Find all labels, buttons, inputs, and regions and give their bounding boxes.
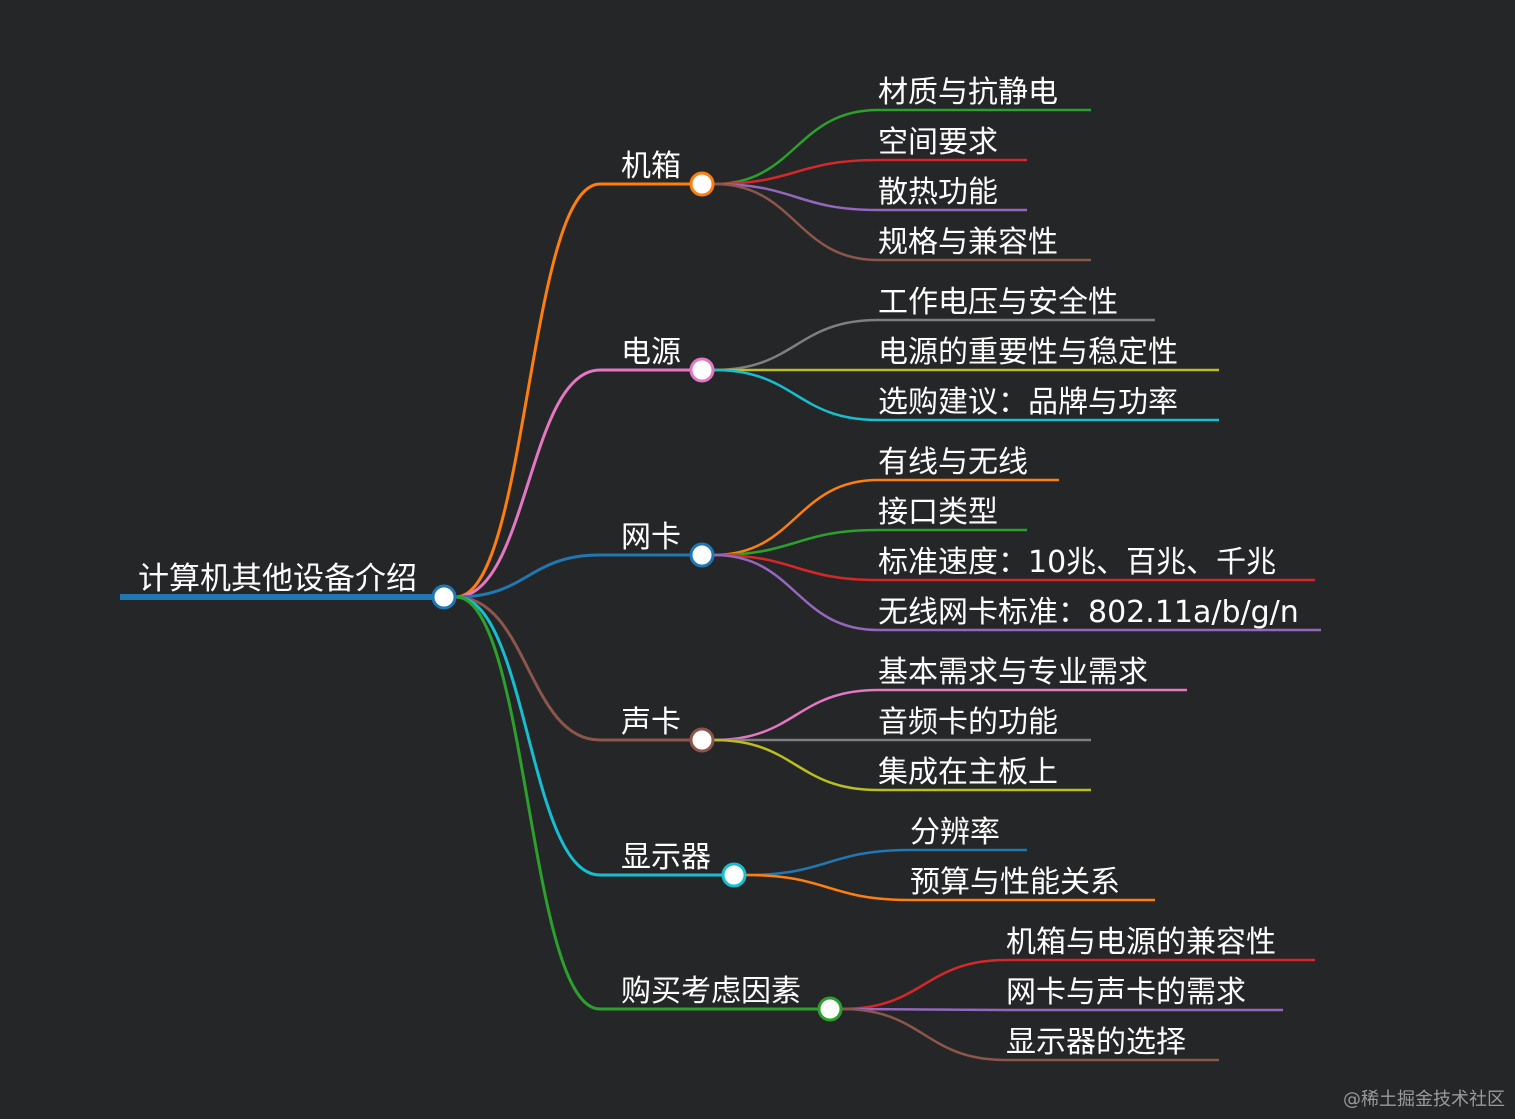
root-collapse-toggle[interactable] (431, 584, 457, 610)
branch-collapse-toggle[interactable] (689, 727, 715, 753)
child-link (713, 553, 1321, 632)
branch-link (455, 595, 830, 1011)
child-link (713, 738, 1091, 792)
branch-node-label[interactable]: 购买考虑因素 (621, 974, 801, 1009)
branch-node-label[interactable]: 网卡 (621, 520, 681, 555)
child-node-label[interactable]: 集成在主板上 (878, 755, 1058, 790)
branch-node-label[interactable]: 电源 (621, 335, 681, 370)
child-link (713, 108, 1091, 186)
child-link (713, 553, 1315, 582)
root-node-label[interactable]: 计算机其他设备介绍 (138, 561, 417, 597)
branch-collapse-toggle[interactable] (689, 171, 715, 197)
child-node-label[interactable]: 网卡与声卡的需求 (1006, 975, 1246, 1010)
child-link (713, 182, 1091, 262)
child-node-label[interactable]: 规格与兼容性 (878, 225, 1058, 260)
branch-link (455, 182, 702, 599)
child-node-label[interactable]: 机箱与电源的兼容性 (1006, 925, 1276, 960)
child-link (713, 528, 1027, 557)
child-link (713, 318, 1155, 372)
branch-link (455, 595, 734, 877)
child-node-label[interactable]: 无线网卡标准：802.11a/b/g/n (878, 595, 1299, 630)
child-node-label[interactable]: 预算与性能关系 (910, 865, 1120, 900)
branch-node-label[interactable]: 声卡 (621, 705, 681, 740)
child-node-label[interactable]: 空间要求 (878, 125, 998, 160)
branch-collapse-toggle[interactable] (689, 357, 715, 383)
child-node-label[interactable]: 有线与无线 (878, 445, 1028, 480)
branch-collapse-toggle[interactable] (817, 996, 843, 1022)
child-link (713, 368, 1219, 422)
child-node-label[interactable]: 材质与抗静电 (878, 75, 1058, 110)
child-link (841, 958, 1315, 1011)
child-link (841, 1007, 1219, 1062)
child-link (841, 1007, 1283, 1012)
child-node-label[interactable]: 标准速度：10兆、百兆、千兆 (878, 545, 1276, 580)
branch-collapse-toggle[interactable] (721, 862, 747, 888)
child-node-label[interactable]: 工作电压与安全性 (878, 285, 1118, 320)
child-node-label[interactable]: 接口类型 (878, 495, 998, 530)
child-link (713, 158, 1027, 186)
child-link (713, 182, 1027, 212)
branch-collapse-toggle[interactable] (689, 542, 715, 568)
links-layer (120, 108, 1321, 1062)
child-node-label[interactable]: 基本需求与专业需求 (878, 655, 1148, 690)
child-node-label[interactable]: 音频卡的功能 (878, 705, 1058, 740)
child-link (745, 873, 1155, 902)
branch-link (455, 553, 702, 599)
branch-link (455, 595, 702, 742)
child-node-label[interactable]: 散热功能 (878, 175, 998, 210)
child-link (745, 848, 1027, 877)
branch-node-label[interactable]: 机箱 (621, 149, 681, 184)
child-node-label[interactable]: 选购建议：品牌与功率 (878, 385, 1178, 420)
child-node-label[interactable]: 电源的重要性与稳定性 (878, 335, 1178, 370)
child-node-label[interactable]: 分辨率 (910, 815, 1000, 850)
child-link (713, 478, 1059, 557)
branch-node-label[interactable]: 显示器 (621, 840, 711, 875)
child-link (713, 688, 1187, 742)
child-node-label[interactable]: 显示器的选择 (1006, 1025, 1186, 1060)
branch-link (455, 368, 702, 599)
watermark-text: @稀土掘金技术社区 (1343, 1089, 1505, 1110)
